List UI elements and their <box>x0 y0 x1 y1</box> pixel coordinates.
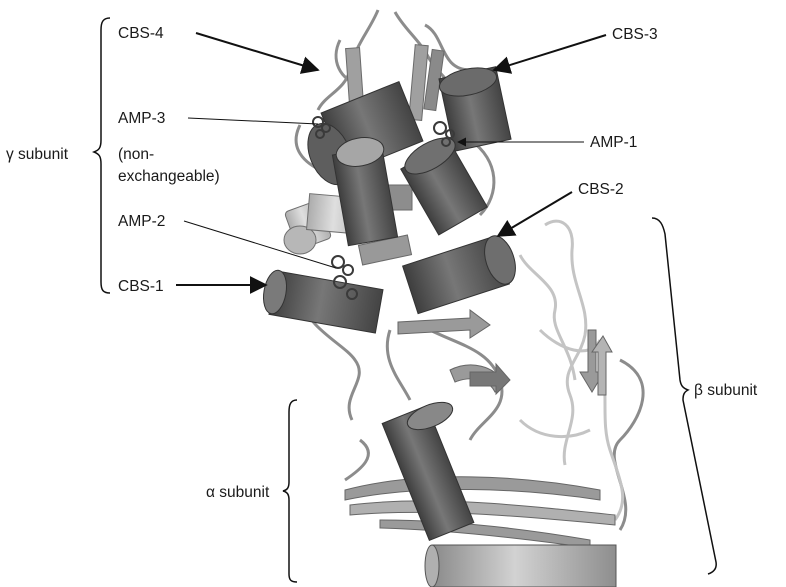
cbs-4-arrow <box>196 33 318 70</box>
beta-helix <box>425 545 616 587</box>
alpha-bracket <box>283 400 297 582</box>
amp-3-note-line1: (non- <box>118 146 154 163</box>
amp-3-label: AMP-3 <box>118 110 165 127</box>
cbs-2-arrow <box>498 192 572 236</box>
gamma-helices <box>260 63 521 333</box>
beta-subunit-label: β subunit <box>694 382 758 399</box>
alpha-helix <box>382 397 474 541</box>
gamma-bracket <box>94 18 110 293</box>
amp-3-leader <box>188 118 318 124</box>
cbs-1-label: CBS-1 <box>118 278 164 295</box>
protein-ribbon-model <box>260 10 643 587</box>
amp-1-label: AMP-1 <box>590 134 637 151</box>
cbs-2-label: CBS-2 <box>578 181 624 198</box>
alpha-subunit-label: α subunit <box>206 484 270 501</box>
cbs-3-label: CBS-3 <box>612 26 658 43</box>
amp-3-note-line2: exchangeable) <box>118 168 220 185</box>
amp-2-label: AMP-2 <box>118 213 165 230</box>
beta-ribbons <box>520 221 623 520</box>
cbs-3-arrow <box>494 35 606 70</box>
gamma-subunit-label: γ subunit <box>6 146 69 163</box>
cbs-4-label: CBS-4 <box>118 25 164 42</box>
